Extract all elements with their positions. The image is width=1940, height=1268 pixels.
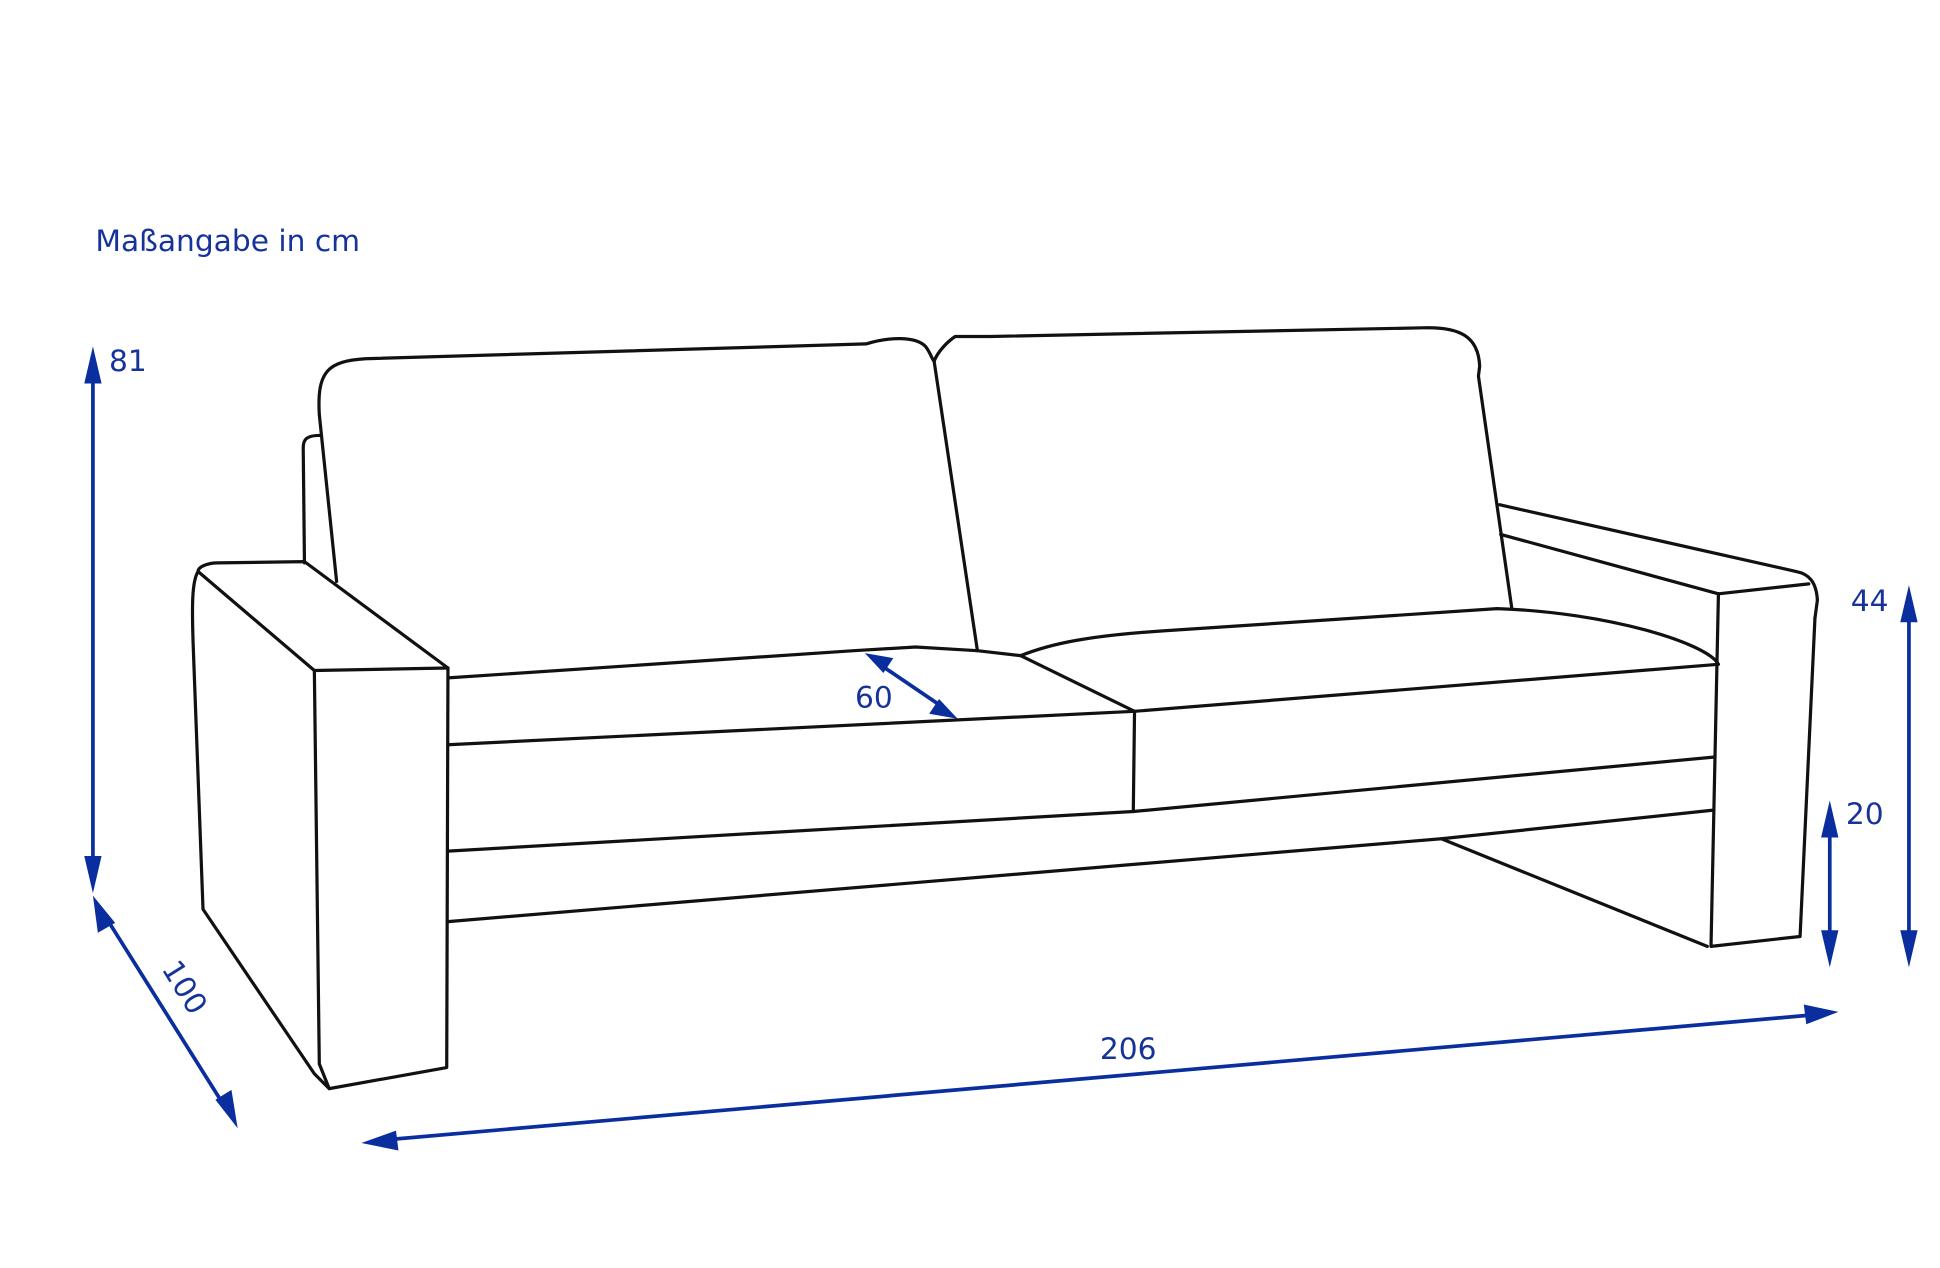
left-backrest-frame — [301, 433, 321, 565]
left-armrest-top — [196, 560, 450, 673]
right-seat-cushion-top — [1019, 607, 1721, 713]
base-rail — [446, 808, 1714, 924]
left-back-cushion — [317, 337, 980, 653]
arrow-up-left-icon — [92, 895, 116, 933]
width-label: 206 — [1100, 1031, 1157, 1066]
arrow-down-right-icon — [929, 698, 958, 719]
left-seat-cushion-front — [446, 709, 1137, 853]
width-arrow-line — [377, 1012, 1819, 1143]
clearance-label: 20 — [1846, 796, 1884, 831]
left-armrest-side — [190, 569, 450, 1091]
sofa-icon — [190, 326, 1820, 1091]
seat-height-label: 44 — [1851, 583, 1889, 618]
arrow-up-icon — [1900, 585, 1918, 623]
right-armrest-top-back — [1497, 503, 1820, 621]
width-dimension-206: 206 — [361, 1004, 1839, 1151]
seat-depth-arrow-line — [874, 660, 947, 711]
arrow-up-icon — [1821, 800, 1839, 838]
height-label: 81 — [109, 343, 147, 378]
height-dimension-81: 81 — [84, 343, 147, 894]
right-armrest-front — [1709, 592, 1817, 948]
seat-depth-label: 60 — [855, 680, 893, 715]
arrow-up-icon — [84, 346, 102, 384]
right-back-cushion — [932, 326, 1514, 611]
arrow-down-icon — [1821, 930, 1839, 968]
seat-height-dimension-44: 44 — [1851, 583, 1918, 968]
left-armrest-front-edge — [312, 668, 331, 1091]
arrow-down-icon — [1900, 930, 1918, 968]
arrow-down-right-icon — [215, 1089, 238, 1129]
clearance-dimension-20: 20 — [1821, 796, 1884, 968]
depth-arrow-line — [100, 909, 231, 1115]
arrow-up-left-icon — [864, 653, 894, 673]
arrow-down-icon — [84, 856, 102, 894]
arrow-right-icon — [1803, 1004, 1839, 1025]
diagram-title: Maßangabe in cm — [95, 223, 360, 258]
arrow-left-icon — [361, 1130, 399, 1151]
right-seat-cushion-front — [1131, 755, 1716, 814]
left-seat-cushion-top — [446, 645, 1137, 747]
right-base-support — [1439, 837, 1709, 948]
seat-depth-dimension-60: 60 — [855, 653, 958, 719]
